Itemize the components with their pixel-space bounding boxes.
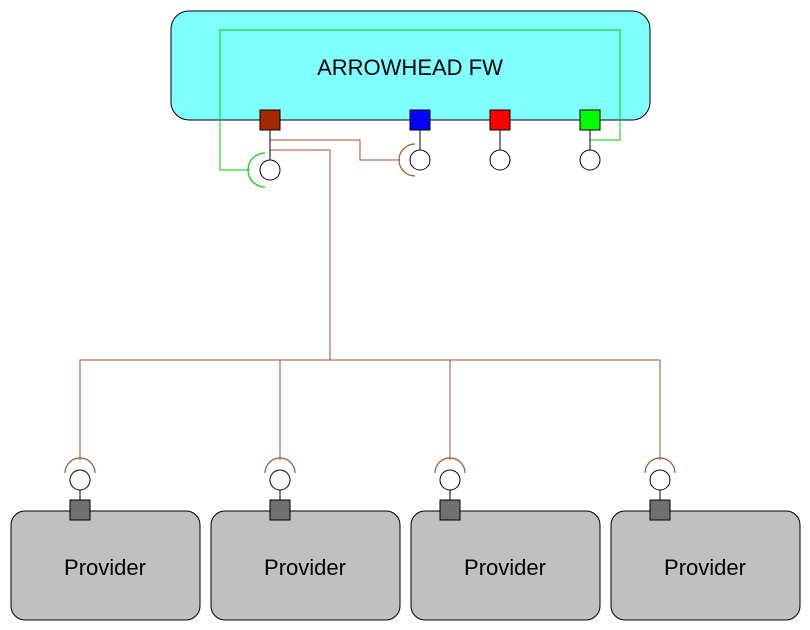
provider-socket-icon xyxy=(64,457,96,474)
fw-interfaces xyxy=(259,149,601,181)
brown-socket-icon xyxy=(398,143,416,177)
provider-port-icon[interactable] xyxy=(649,499,671,521)
provider-port-icon[interactable] xyxy=(69,499,91,521)
provider-socket-icon xyxy=(644,457,676,474)
provider-socket-icon xyxy=(264,457,296,474)
port-red-icon[interactable] xyxy=(489,109,511,131)
provider-node-1[interactable]: Provider xyxy=(10,457,201,621)
provider-node-2[interactable]: Provider xyxy=(210,457,401,621)
interface-red-circle-icon[interactable] xyxy=(489,149,511,171)
arrowhead-fw-system[interactable]: ARROWHEAD FW xyxy=(170,10,651,121)
provider-label: Provider xyxy=(64,555,146,580)
port-green-icon[interactable] xyxy=(579,109,601,131)
brown-to-blue-interface-line xyxy=(270,139,400,161)
provider-port-icon[interactable] xyxy=(439,499,461,521)
green-socket-icon xyxy=(247,152,266,188)
providers-group: Provider Provider Provider Provider xyxy=(10,457,801,621)
interface-blue-circle-icon[interactable] xyxy=(409,149,431,171)
port-brown-icon[interactable] xyxy=(259,109,281,131)
provider-interface-circle-icon[interactable] xyxy=(649,469,671,491)
provider-label: Provider xyxy=(264,555,346,580)
provider-port-icon[interactable] xyxy=(269,499,291,521)
provider-box[interactable] xyxy=(410,510,601,621)
provider-interface-circle-icon[interactable] xyxy=(439,469,461,491)
provider-box[interactable] xyxy=(610,510,801,621)
provider-label: Provider xyxy=(664,555,746,580)
arrowhead-fw-label: ARROWHEAD FW xyxy=(317,55,503,80)
provider-node-3[interactable]: Provider xyxy=(410,457,601,621)
brown-trunk-line xyxy=(270,149,331,360)
interface-green-circle-icon[interactable] xyxy=(579,149,601,171)
provider-socket-icon xyxy=(434,457,466,474)
brown-connection-lines xyxy=(79,130,661,460)
provider-label: Provider xyxy=(464,555,546,580)
provider-interface-circle-icon[interactable] xyxy=(269,469,291,491)
provider-bus-line xyxy=(79,359,661,460)
port-stems xyxy=(269,130,591,160)
provider-box[interactable] xyxy=(10,510,201,621)
fw-ports xyxy=(259,109,601,131)
provider-node-4[interactable]: Provider xyxy=(610,457,801,621)
provider-interface-circle-icon[interactable] xyxy=(69,469,91,491)
provider-box[interactable] xyxy=(210,510,401,621)
port-blue-icon[interactable] xyxy=(409,109,431,131)
interface-brown-circle-icon[interactable] xyxy=(259,159,281,181)
